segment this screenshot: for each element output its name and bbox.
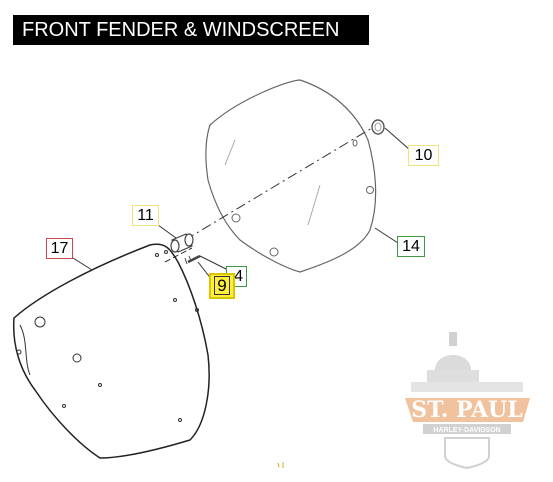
screw-part: [184, 254, 201, 265]
callout-14[interactable]: 14: [397, 236, 425, 257]
callout-9[interactable]: 9: [209, 273, 235, 299]
leader-11: [157, 224, 177, 239]
leader-17: [72, 257, 93, 271]
marker-dots: [277, 462, 284, 468]
watermark-line2: HARLEY-DAVIDSON: [433, 427, 500, 434]
fairing-hole-small-2: [98, 383, 102, 387]
windscreen: [205, 79, 377, 273]
leader-14: [374, 227, 399, 244]
fairing-inner-edge: [19, 324, 31, 376]
watermark-line1: ST. PAUL: [411, 397, 522, 423]
fairing-hole-large: [34, 316, 46, 328]
centerline-upper: [184, 127, 373, 241]
dealer-watermark-logo: ST. PAUL HARLEY-DAVIDSON: [405, 332, 530, 470]
fairing-hole-small-3: [62, 404, 66, 408]
diagram-title: FRONT FENDER & WINDSCREEN: [13, 15, 369, 45]
callout-10[interactable]: 10: [408, 145, 439, 166]
fairing-hole-middle: [72, 353, 82, 363]
fairing-hole-small-8: [164, 250, 168, 254]
windscreen-hole-bottom: [269, 247, 279, 257]
fairing-hole-small-1: [16, 349, 22, 355]
grommet-part: [371, 119, 385, 135]
grommet-inner: [374, 122, 382, 132]
windscreen-reflection: [224, 139, 321, 226]
callout-9-label: 9: [214, 276, 230, 295]
centerline-lower: [164, 247, 193, 263]
callout-17[interactable]: 17: [46, 238, 73, 259]
windscreen-hole-right: [366, 186, 374, 194]
fairing-hole-small-6: [195, 308, 199, 312]
spacer-part: [170, 233, 194, 253]
fairing-panel: [12, 243, 210, 459]
fairing-hole-small-5: [173, 298, 177, 302]
windscreen-hole-top: [352, 139, 358, 147]
windscreen-hole-left: [231, 213, 241, 223]
fairing-hole-small-7: [155, 253, 159, 257]
fairing-hole-small-4: [178, 418, 182, 422]
callout-11[interactable]: 11: [132, 205, 159, 226]
leader-10: [384, 127, 411, 151]
